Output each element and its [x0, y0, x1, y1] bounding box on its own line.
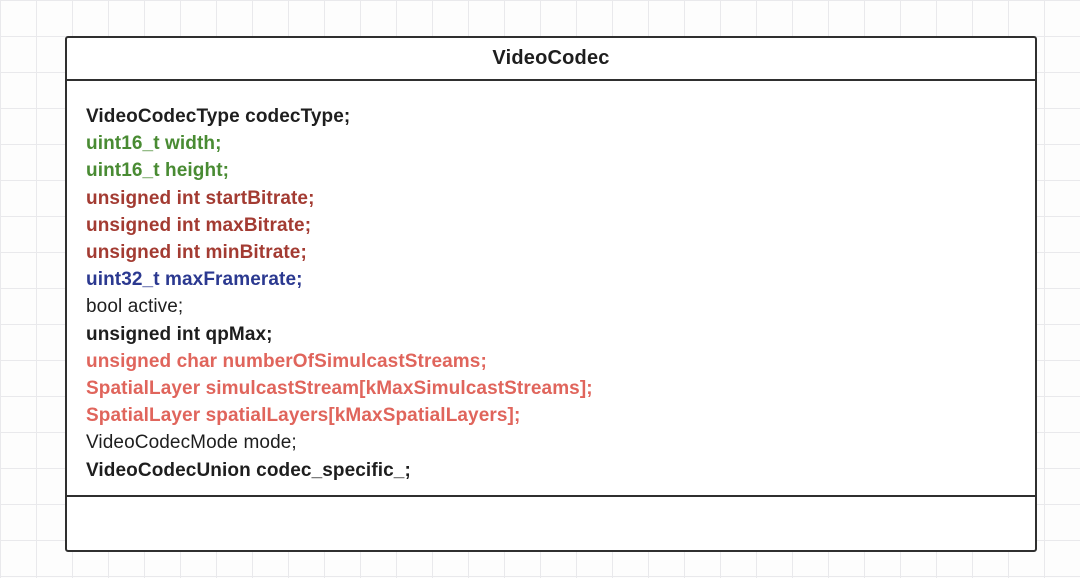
- field-startBitrate: unsigned int startBitrate;: [86, 187, 315, 209]
- field-maxFramerate: uint32_t maxFramerate;: [86, 269, 303, 291]
- field-list: VideoCodecType codecType; uint16_t width;…: [67, 81, 1035, 495]
- field-codec_specific_: VideoCodecUnion codec_specific_;: [86, 459, 411, 481]
- field-numberOfSimulcastStreams: unsigned char numberOfSimulcastStreams;: [86, 350, 487, 372]
- field-active: bool active;: [86, 296, 184, 318]
- methods-section-empty: [67, 495, 1035, 550]
- field-width: uint16_t width;: [86, 133, 222, 155]
- field-simulcastStream: SpatialLayer simulcastStream[kMaxSimulca…: [86, 378, 593, 400]
- field-codecType: VideoCodecType codecType;: [86, 106, 351, 127]
- class-title: VideoCodec: [67, 38, 1035, 81]
- videocodec-class-box: VideoCodec VideoCodecType codecType; uint…: [65, 36, 1037, 552]
- field-mode: VideoCodecMode mode;: [86, 432, 297, 454]
- field-maxBitrate: unsigned int maxBitrate;: [86, 214, 312, 236]
- field-height: uint16_t height;: [86, 160, 230, 182]
- field-spatialLayers: SpatialLayer spatialLayers[kMaxSpatialLa…: [86, 405, 521, 427]
- field-minBitrate: unsigned int minBitrate;: [86, 242, 307, 264]
- field-qpMax: unsigned int qpMax;: [86, 323, 273, 345]
